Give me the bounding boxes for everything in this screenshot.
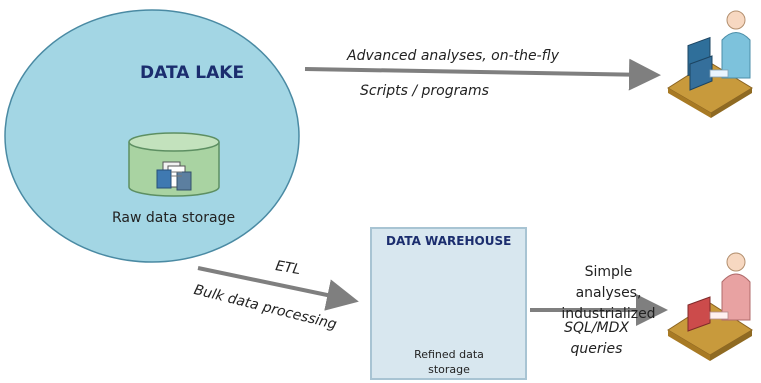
advanced-analyses-label: Advanced analyses, on-the-fly xyxy=(347,48,560,64)
raw-storage-label: Raw data storage xyxy=(112,210,236,226)
data-warehouse-title: DATA WAREHOUSE xyxy=(386,234,512,248)
scripts-programs-label: Scripts / programs xyxy=(360,83,489,99)
top-analyst-workstation-icon xyxy=(667,10,753,118)
refined-storage-label: Refined data storage xyxy=(414,348,484,376)
bottom-analyst-workstation-icon xyxy=(667,252,753,361)
data-lake-title: DATA LAKE xyxy=(140,63,245,83)
data-warehouse-box xyxy=(370,227,527,380)
sql-mdx-label: SQL/MDX queries xyxy=(564,320,629,357)
etl-arrow xyxy=(197,266,359,311)
simple-analyses-label: Simple analyses, industrialized xyxy=(561,264,656,322)
raw-files-icon xyxy=(156,161,192,191)
advanced-analyses-arrow xyxy=(304,58,661,91)
